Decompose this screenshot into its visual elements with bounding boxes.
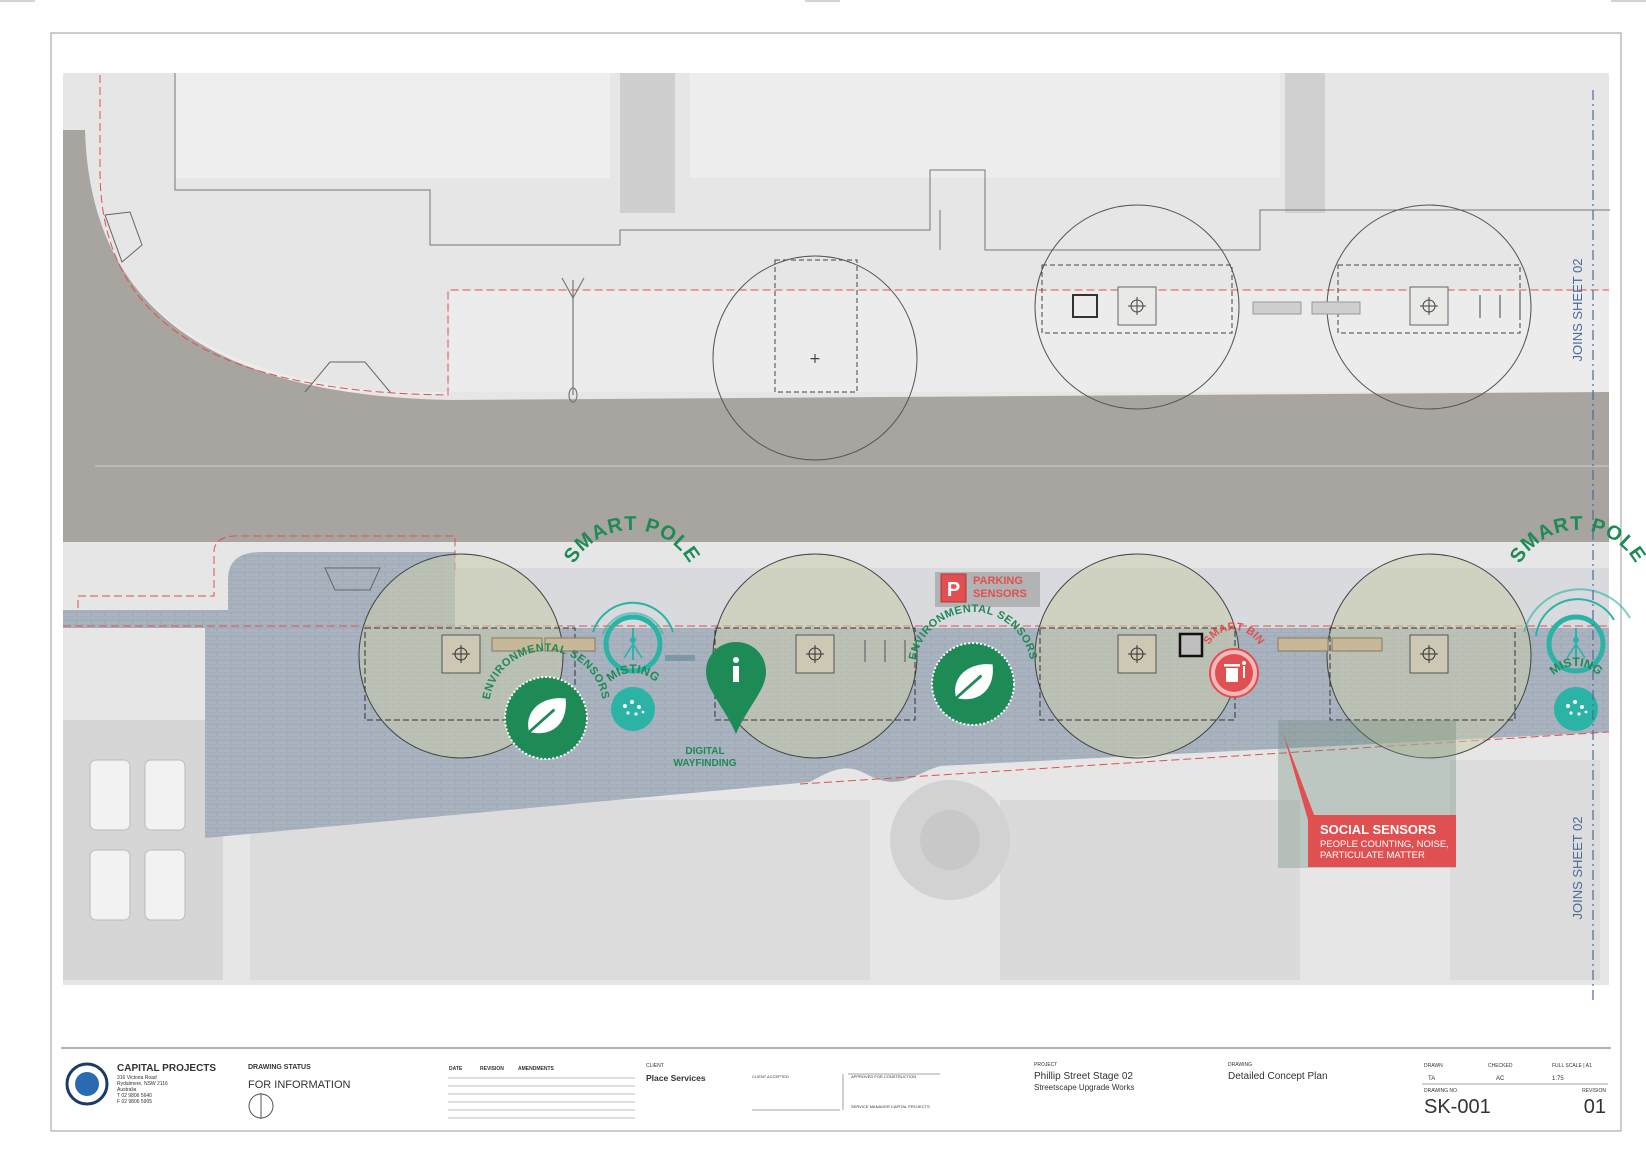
scale-label: FULL SCALE | A1 xyxy=(1552,1063,1592,1069)
parking-icon-letter: P xyxy=(947,579,960,601)
south-pit-lid xyxy=(1178,632,1204,658)
digital-wayfinding-label-2: WAYFINDING xyxy=(674,758,737,769)
revision-table-lines xyxy=(448,1077,635,1119)
revision-number: 01 xyxy=(1584,1096,1606,1118)
north-bike-rack xyxy=(1479,295,1521,318)
social-sensors-callout xyxy=(1308,815,1456,867)
title-block: CAPITAL PROJECTS 316 Victoria Road Rydal… xyxy=(61,1047,1611,1119)
drain-grate xyxy=(665,655,695,661)
north-bench xyxy=(1311,301,1361,315)
south-tree-grate xyxy=(795,634,835,674)
aerial-background xyxy=(63,73,1609,985)
south-bench xyxy=(544,637,596,652)
drawing-title: Detailed Concept Plan xyxy=(1228,1071,1328,1082)
parking-sensors-label-2: SENSORS xyxy=(973,588,1027,600)
property-boundary-south xyxy=(77,535,456,608)
mist-icon xyxy=(623,700,645,716)
drawing-status-label: DRAWING STATUS xyxy=(248,1064,311,1071)
social-sensors-pointer xyxy=(1283,733,1316,820)
south-bench xyxy=(491,637,543,652)
misting-icon xyxy=(611,687,655,731)
drawn-value: TA xyxy=(1428,1076,1435,1082)
client-name: Place Services xyxy=(646,1073,706,1083)
council-seal-centre xyxy=(75,1072,99,1096)
joins-sheet-label-top: JOINS SHEET 02 xyxy=(1570,258,1585,361)
rev-header-date: DATE xyxy=(449,1066,463,1072)
social-sensors-desc-1: PEOPLE COUNTING, NOISE, xyxy=(1320,839,1449,850)
north-tree-grate xyxy=(1409,286,1449,326)
checked-value: AC xyxy=(1496,1076,1505,1082)
drawing-no-label: DRAWING NO. xyxy=(1424,1088,1458,1094)
org-fax: F 02 9806 5905 xyxy=(117,1099,152,1105)
south-tree-grate xyxy=(1117,634,1157,674)
south-tree-grate xyxy=(441,634,481,674)
misting-icon xyxy=(1554,687,1598,731)
scale-value: 1:75 xyxy=(1552,1076,1564,1082)
rev-header-amendments: AMENDMENTS xyxy=(518,1066,554,1072)
org-name: CAPITAL PROJECTS xyxy=(117,1063,216,1074)
south-tree-pits xyxy=(364,627,1516,721)
smart-pole-signal xyxy=(592,601,674,635)
drawing-status: FOR INFORMATION xyxy=(248,1079,351,1091)
project-name: Phillip Street Stage 02 xyxy=(1034,1071,1133,1082)
social-sensors-title: SOCIAL SENSORS xyxy=(1320,822,1436,837)
project-subtitle: Streetscape Upgrade Works xyxy=(1034,1083,1134,1092)
smart-pole-ring xyxy=(1546,614,1606,674)
org-address-2: Rydalmere, NSW 2116 xyxy=(117,1081,168,1087)
kerb-ramp xyxy=(104,211,391,393)
info-icon-stem xyxy=(733,666,739,682)
drawing-label: DRAWING xyxy=(1228,1062,1252,1068)
digital-wayfinding-label-1: DIGITAL xyxy=(685,746,724,757)
road xyxy=(63,130,1609,542)
joins-sheet-label-bottom: JOINS SHEET 02 xyxy=(1570,816,1585,919)
smart-pole-signal xyxy=(1523,588,1631,637)
south-kerb-ramp xyxy=(324,567,381,591)
drawn-label: DRAWN xyxy=(1424,1063,1443,1069)
checked-label: CHECKED xyxy=(1488,1063,1513,1069)
north-bench xyxy=(1252,301,1302,315)
client-label: CLIENT xyxy=(646,1063,664,1069)
org-address-3: Australia xyxy=(117,1087,137,1093)
rev-header-revision: REVISION xyxy=(480,1066,504,1072)
property-boundary-north xyxy=(99,75,1609,396)
south-bench xyxy=(1331,637,1383,652)
smart-pole-ring xyxy=(603,614,663,674)
info-icon-dot xyxy=(733,657,739,663)
north-footpath xyxy=(63,130,1609,395)
social-sensors-desc-2: PARTICULATE MATTER xyxy=(1320,850,1425,861)
building-outlines xyxy=(174,73,1610,251)
drawing-number: SK-001 xyxy=(1424,1096,1491,1118)
approved-label: APPROVED FOR CONSTRUCTION xyxy=(851,1074,916,1079)
north-tree-grate xyxy=(1117,286,1157,326)
south-bike-rack xyxy=(864,640,906,662)
north-street-light xyxy=(561,277,585,403)
north-tree-marker: + xyxy=(809,351,821,367)
client-accepted-label: CLIENT ACCEPTED xyxy=(752,1074,789,1079)
project-label: PROJECT xyxy=(1034,1062,1057,1068)
north-pit-lid xyxy=(1072,294,1098,318)
org-phone: T 02 9806 5640 xyxy=(117,1093,152,1099)
org-address-1: 316 Victoria Road xyxy=(117,1075,157,1081)
south-bench xyxy=(1277,637,1329,652)
parking-icon xyxy=(940,573,967,603)
trash-bin-glyph xyxy=(1224,661,1246,682)
service-manager-label: SERVICE MANAGER CAPITAL PROJECTS xyxy=(851,1104,930,1109)
parking-sensors-label-1: PARKING xyxy=(973,575,1023,587)
revision-label: REVISION xyxy=(1582,1088,1606,1094)
south-tree-grate xyxy=(1409,634,1449,674)
mist-icon xyxy=(1566,700,1588,716)
north-tree-canopies xyxy=(712,204,1532,461)
